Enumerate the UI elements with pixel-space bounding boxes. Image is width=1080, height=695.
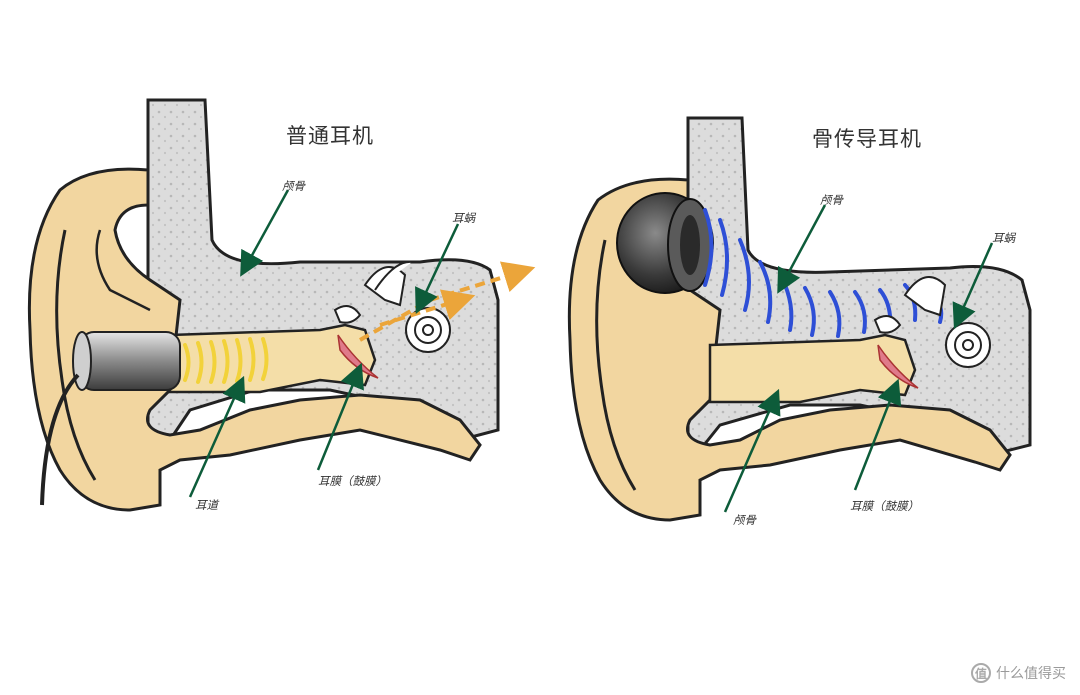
right-ear-diagram — [567, 116, 1032, 522]
right-label-skull-bone-top: 颅骨 — [820, 193, 843, 207]
left-eardrum — [337, 334, 379, 379]
right-label-cochlea: 耳蜗 — [992, 231, 1015, 245]
left-label-ear-canal: 耳道 — [195, 498, 218, 512]
left-ear-diagram — [27, 98, 536, 512]
right-label-skull-bone-bottom: 颅骨 — [733, 513, 756, 527]
left-ear-fold — [55, 229, 97, 481]
right-inner-ear — [873, 276, 991, 368]
watermark-logo-icon: 值 — [971, 663, 991, 683]
watermark: 值 什么值得买 — [971, 663, 1066, 683]
watermark-text: 什么值得买 — [996, 666, 1066, 682]
left-outer-ear — [27, 167, 482, 512]
left-label-cochlea: 耳蜗 — [452, 211, 475, 225]
right-skull-bone — [686, 116, 1032, 457]
right-eardrum — [877, 344, 919, 389]
left-label-eardrum: 耳膜（鼓膜） — [318, 474, 387, 488]
right-vibration-waves — [703, 208, 944, 338]
right-ear-canal — [708, 333, 917, 404]
left-earbud — [40, 331, 181, 506]
left-panel-title: 普通耳机 — [286, 124, 374, 148]
left-inner-ear — [333, 260, 451, 353]
left-label-skull-bone: 颅骨 — [282, 179, 305, 193]
right-pointers — [723, 204, 994, 513]
right-ear-fold — [595, 239, 637, 491]
left-ear-fold-inner — [95, 229, 151, 312]
right-panel-title: 骨传导耳机 — [812, 127, 922, 151]
right-label-eardrum: 耳膜（鼓膜） — [850, 499, 919, 513]
left-pointers — [188, 189, 460, 498]
right-bone-pad — [616, 192, 714, 294]
